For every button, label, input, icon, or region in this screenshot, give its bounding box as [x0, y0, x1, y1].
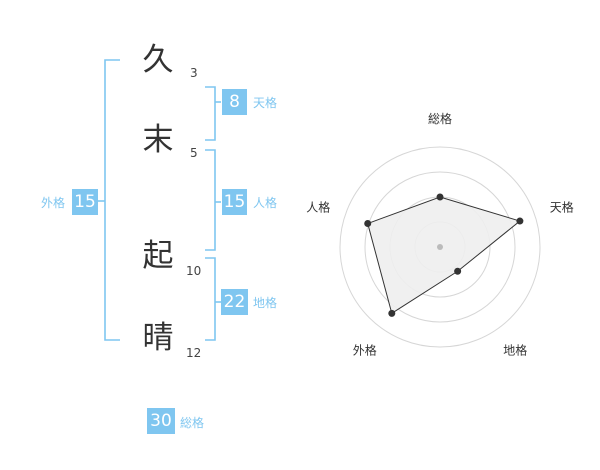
radar-point	[388, 309, 396, 317]
stroke-count-1: 3	[190, 66, 198, 80]
radar-axis-label: 総格	[428, 111, 452, 126]
radar-axis-label: 外格	[353, 343, 377, 358]
name-char-3: 起	[142, 238, 174, 274]
gaikaku-badge: 15	[72, 189, 98, 215]
jinkaku-label: 人格	[253, 196, 278, 210]
name-char-2: 末	[142, 122, 174, 158]
jinkaku-bracket	[205, 149, 216, 251]
radar-center-dot	[437, 244, 443, 250]
radar-series-polygon	[367, 196, 521, 315]
soukaku-label: 総格	[180, 416, 205, 430]
radar-points	[364, 193, 524, 317]
tenkaku-badge: 8	[222, 89, 247, 115]
gaikaku-label: 外格	[41, 196, 66, 210]
name-char-4: 晴	[142, 320, 174, 356]
radar-point	[364, 220, 372, 228]
radar-point	[516, 217, 524, 225]
radar-axis-label: 天格	[550, 199, 574, 214]
radar-point	[454, 267, 462, 275]
stroke-count-2: 5	[190, 146, 198, 160]
chikaku-bracket	[205, 257, 216, 341]
stroke-count-3: 10	[186, 264, 202, 278]
chikaku-badge: 22	[221, 289, 248, 315]
radar-ring	[364, 171, 516, 323]
tenkaku-bracket	[205, 86, 216, 141]
radar-axis-label: 人格	[306, 199, 330, 214]
stroke-count-4: 12	[186, 346, 202, 360]
radar-point	[436, 193, 444, 201]
radar-axis-label: 地格	[503, 343, 527, 358]
chikaku-label: 地格	[253, 296, 278, 310]
jinkaku-badge: 15	[222, 189, 247, 215]
outer-bracket	[104, 59, 120, 341]
radar-ring	[339, 146, 541, 348]
tenkaku-label: 天格	[253, 96, 278, 110]
soukaku-badge: 30	[147, 408, 175, 434]
name-char-1: 久	[142, 42, 174, 78]
